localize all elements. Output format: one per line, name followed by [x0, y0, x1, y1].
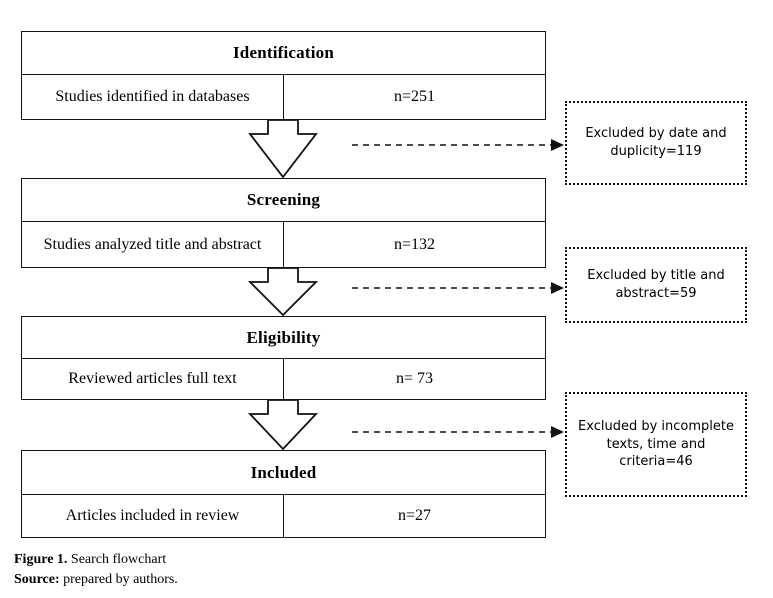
- caption-figure-text: Search flowchart: [67, 552, 167, 567]
- exclusion-box-incomplete-texts: Excluded by incomplete texts, time and c…: [565, 392, 747, 497]
- stage-box-included: Included Articles included in review n=2…: [21, 450, 546, 538]
- exclusion-box-title-abstract: Excluded by title and abstract=59: [565, 247, 747, 323]
- stage-row-identification: Studies identified in databases n=251: [22, 75, 545, 119]
- block-arrow-down-2: [247, 267, 319, 317]
- caption-source-text: prepared by authors.: [59, 571, 178, 587]
- dashed-arrow-3: [352, 426, 564, 438]
- stage-box-eligibility: Eligibility Reviewed articles full text …: [21, 316, 546, 400]
- stage-row-included: Articles included in review n=27: [22, 495, 545, 537]
- stage-box-identification: Identification Studies identified in dat…: [21, 31, 546, 120]
- stage-header-eligibility: Eligibility: [22, 317, 545, 359]
- dashed-arrow-2: [352, 282, 564, 294]
- stage-count-included: n=27: [397, 507, 432, 524]
- stage-description-included: Articles included in review: [22, 495, 284, 537]
- caption-source-label: Source:: [14, 571, 60, 587]
- stage-header-included: Included: [22, 451, 545, 495]
- stage-header-identification: Identification: [22, 32, 545, 75]
- stage-row-screening: Studies analyzed title and abstract n=13…: [22, 222, 545, 267]
- figure-caption: Figure 1. Search flowchart Source: prepa…: [14, 550, 178, 590]
- stage-description-eligibility: Reviewed articles full text: [22, 359, 284, 399]
- stage-box-screening: Screening Studies analyzed title and abs…: [21, 178, 546, 268]
- stage-count-screening: n=132: [393, 235, 436, 253]
- dashed-arrow-1: [352, 139, 564, 151]
- stage-count-identification: n=251: [393, 88, 436, 105]
- block-arrow-down-3: [247, 399, 319, 451]
- caption-line-figure: Figure 1. Search flowchart: [14, 550, 178, 570]
- stage-header-screening: Screening: [22, 179, 545, 222]
- stage-description-identification: Studies identified in databases: [22, 75, 284, 119]
- stage-description-screening: Studies analyzed title and abstract: [22, 222, 284, 267]
- stage-row-eligibility: Reviewed articles full text n= 73: [22, 359, 545, 399]
- caption-figure-label: Figure 1.: [14, 552, 68, 567]
- caption-line-source: Source: prepared by authors.: [14, 570, 178, 590]
- stage-count-eligibility: n= 73: [395, 370, 434, 387]
- exclusion-box-date-duplicity: Excluded by date and duplicity=119: [565, 101, 747, 185]
- block-arrow-down-1: [248, 119, 318, 179]
